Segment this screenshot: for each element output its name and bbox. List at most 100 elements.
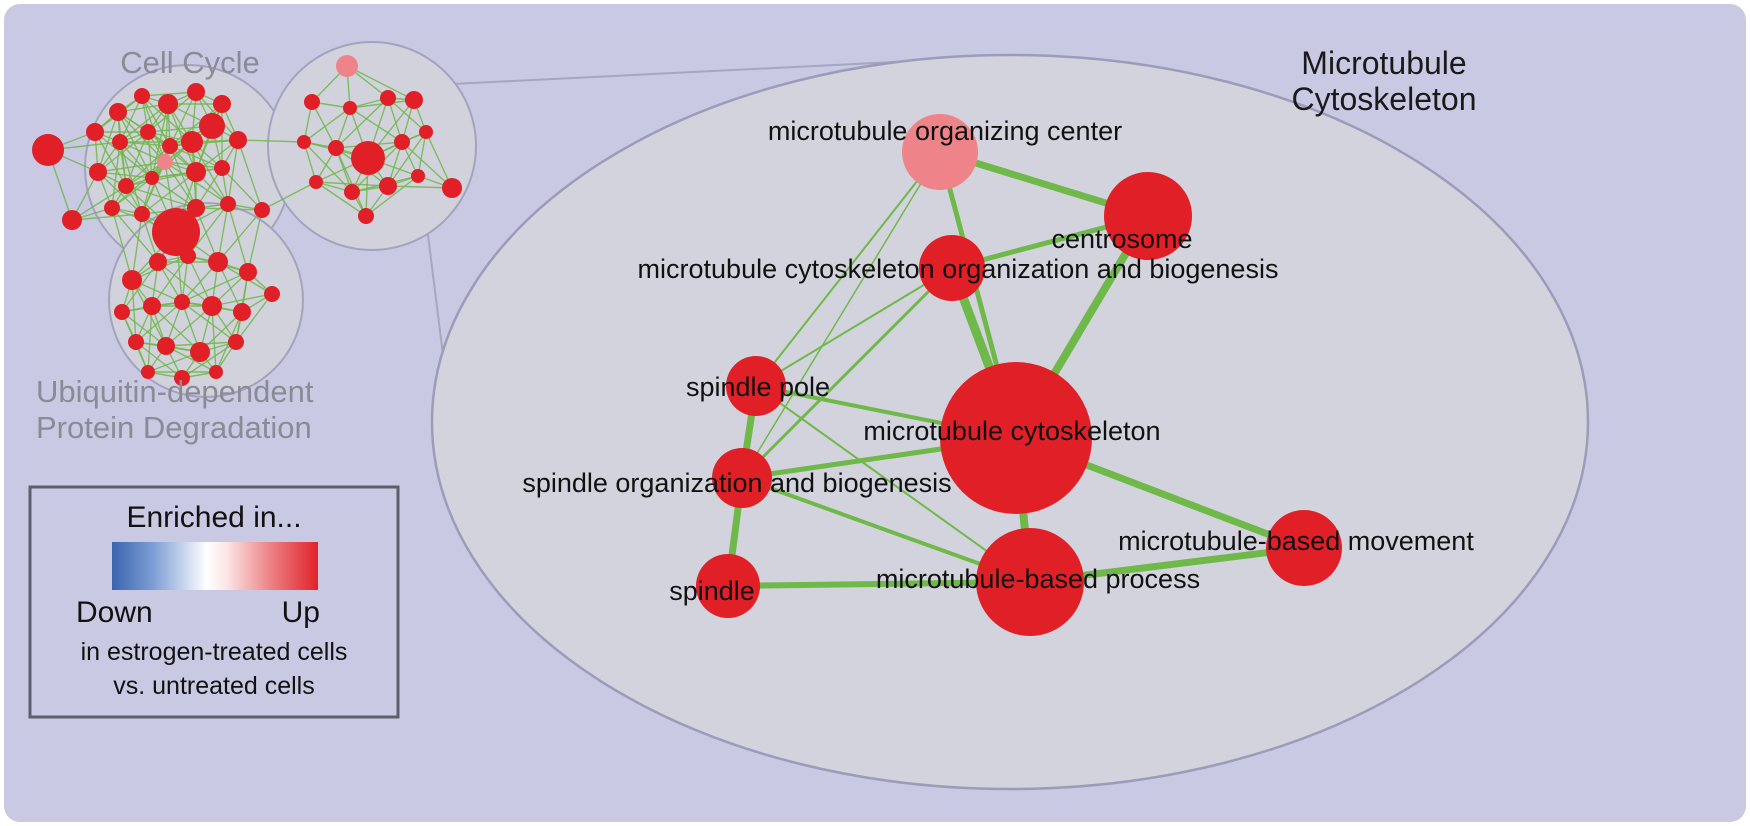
overview-nodes: [32, 55, 462, 386]
overview-node: [209, 365, 223, 379]
overview-edge: [237, 139, 305, 143]
zoom-node-moc: [902, 114, 978, 190]
overview-node: [380, 90, 396, 106]
overview-node: [442, 178, 462, 198]
overview-node: [141, 365, 155, 379]
overview-node: [186, 162, 206, 182]
overview-node: [174, 294, 190, 310]
overview-edge: [151, 103, 169, 179]
legend-caption-line1: in estrogen-treated cells: [81, 638, 348, 666]
zoom-node-label-spn: spindle: [669, 576, 755, 606]
overview-node: [264, 286, 280, 302]
overview-edge: [187, 203, 229, 257]
overview-edge: [135, 301, 183, 343]
overview-node: [122, 270, 142, 290]
overview-edge: [97, 131, 149, 173]
ubiquitin-label-line1: Ubiquitin-dependent: [36, 374, 314, 409]
overview-node: [202, 296, 222, 316]
overview-node: [180, 248, 196, 264]
overview-node: [109, 103, 127, 121]
overview-edge: [121, 261, 159, 313]
overview-edge: [387, 185, 453, 189]
overview-node: [254, 202, 270, 218]
overview-node: [158, 94, 178, 114]
edge-moc-sob: [741, 151, 941, 479]
zoom-node-mc: [940, 362, 1092, 514]
overview-node: [86, 123, 104, 141]
overview-node: [190, 342, 210, 362]
overview-node: [220, 196, 236, 212]
zoom-node-mbm: [1266, 510, 1342, 586]
overview-node: [405, 91, 423, 109]
overview-edge: [165, 305, 213, 347]
overview-node: [114, 304, 130, 320]
overview-node: [140, 124, 156, 140]
overview-node: [174, 370, 190, 386]
overview-edge: [401, 141, 453, 189]
overview-edge: [169, 91, 197, 147]
overview-edge: [125, 171, 197, 187]
overview-edge: [237, 139, 263, 211]
overview-node: [233, 303, 251, 321]
overview-node: [199, 113, 225, 139]
overview-edge: [121, 311, 167, 347]
overview-edge: [131, 213, 143, 281]
zoom-node-labels: microtubule organizing centercentrosomem…: [522, 116, 1474, 606]
overview-node: [162, 138, 178, 154]
overview-node: [394, 134, 410, 150]
overview-edge: [94, 131, 127, 187]
edge-sp-mbp: [755, 385, 1031, 583]
overview-node: [134, 206, 150, 222]
zoom-node-label-cen: centrosome: [1051, 224, 1192, 254]
legend-gradient-bar: [112, 542, 318, 590]
overview-node: [187, 83, 205, 101]
zoom-node-spn: [696, 554, 760, 618]
overview-edge: [97, 111, 119, 173]
overview-node: [213, 95, 231, 113]
overview-edge: [169, 145, 197, 209]
zoom-node-mcob: [919, 235, 985, 301]
cell-cycle-label: Cell Cycle: [120, 45, 260, 80]
overview-edge: [141, 161, 166, 215]
overview-edge: [165, 345, 217, 373]
overview-edge: [119, 103, 169, 143]
overview-node: [112, 134, 128, 150]
overview-edge: [141, 91, 197, 97]
overview-node: [304, 94, 320, 110]
overview-edge: [169, 145, 223, 169]
overview-edge: [191, 141, 229, 205]
overview-node: [134, 88, 150, 104]
overview-node: [358, 208, 374, 224]
overview-node: [229, 131, 247, 149]
overview-edge: [111, 141, 121, 209]
overview-edge: [71, 185, 127, 221]
zoom-node-label-mcob: microtubule cytoskeleton organization an…: [638, 254, 1279, 284]
overview-edge: [164, 161, 197, 209]
overview-node: [32, 134, 64, 166]
overview-node: [89, 163, 107, 181]
overview-edge: [111, 207, 159, 263]
overview-edge: [111, 177, 153, 209]
zoom-nodes: [696, 114, 1342, 636]
edge-mcob-sob: [740, 266, 954, 480]
overview-node: [152, 208, 200, 256]
legend-border: [28, 485, 400, 719]
overview-node: [336, 55, 358, 77]
overview-edge: [97, 171, 143, 215]
overview-edge: [311, 101, 337, 149]
overview-edge: [303, 107, 351, 143]
overview-edge: [247, 209, 263, 273]
overview-edge: [346, 65, 415, 101]
overview-edge: [335, 147, 367, 217]
zoom-node-sob: [712, 448, 772, 508]
overview-node: [228, 334, 244, 350]
overview-node: [419, 125, 433, 139]
overview-node: [128, 334, 144, 350]
edge-moc-sp: [755, 151, 941, 387]
overview-node: [214, 160, 230, 176]
overview-edge: [181, 301, 237, 343]
overview-edge: [365, 175, 419, 217]
overview-edge: [181, 271, 249, 303]
